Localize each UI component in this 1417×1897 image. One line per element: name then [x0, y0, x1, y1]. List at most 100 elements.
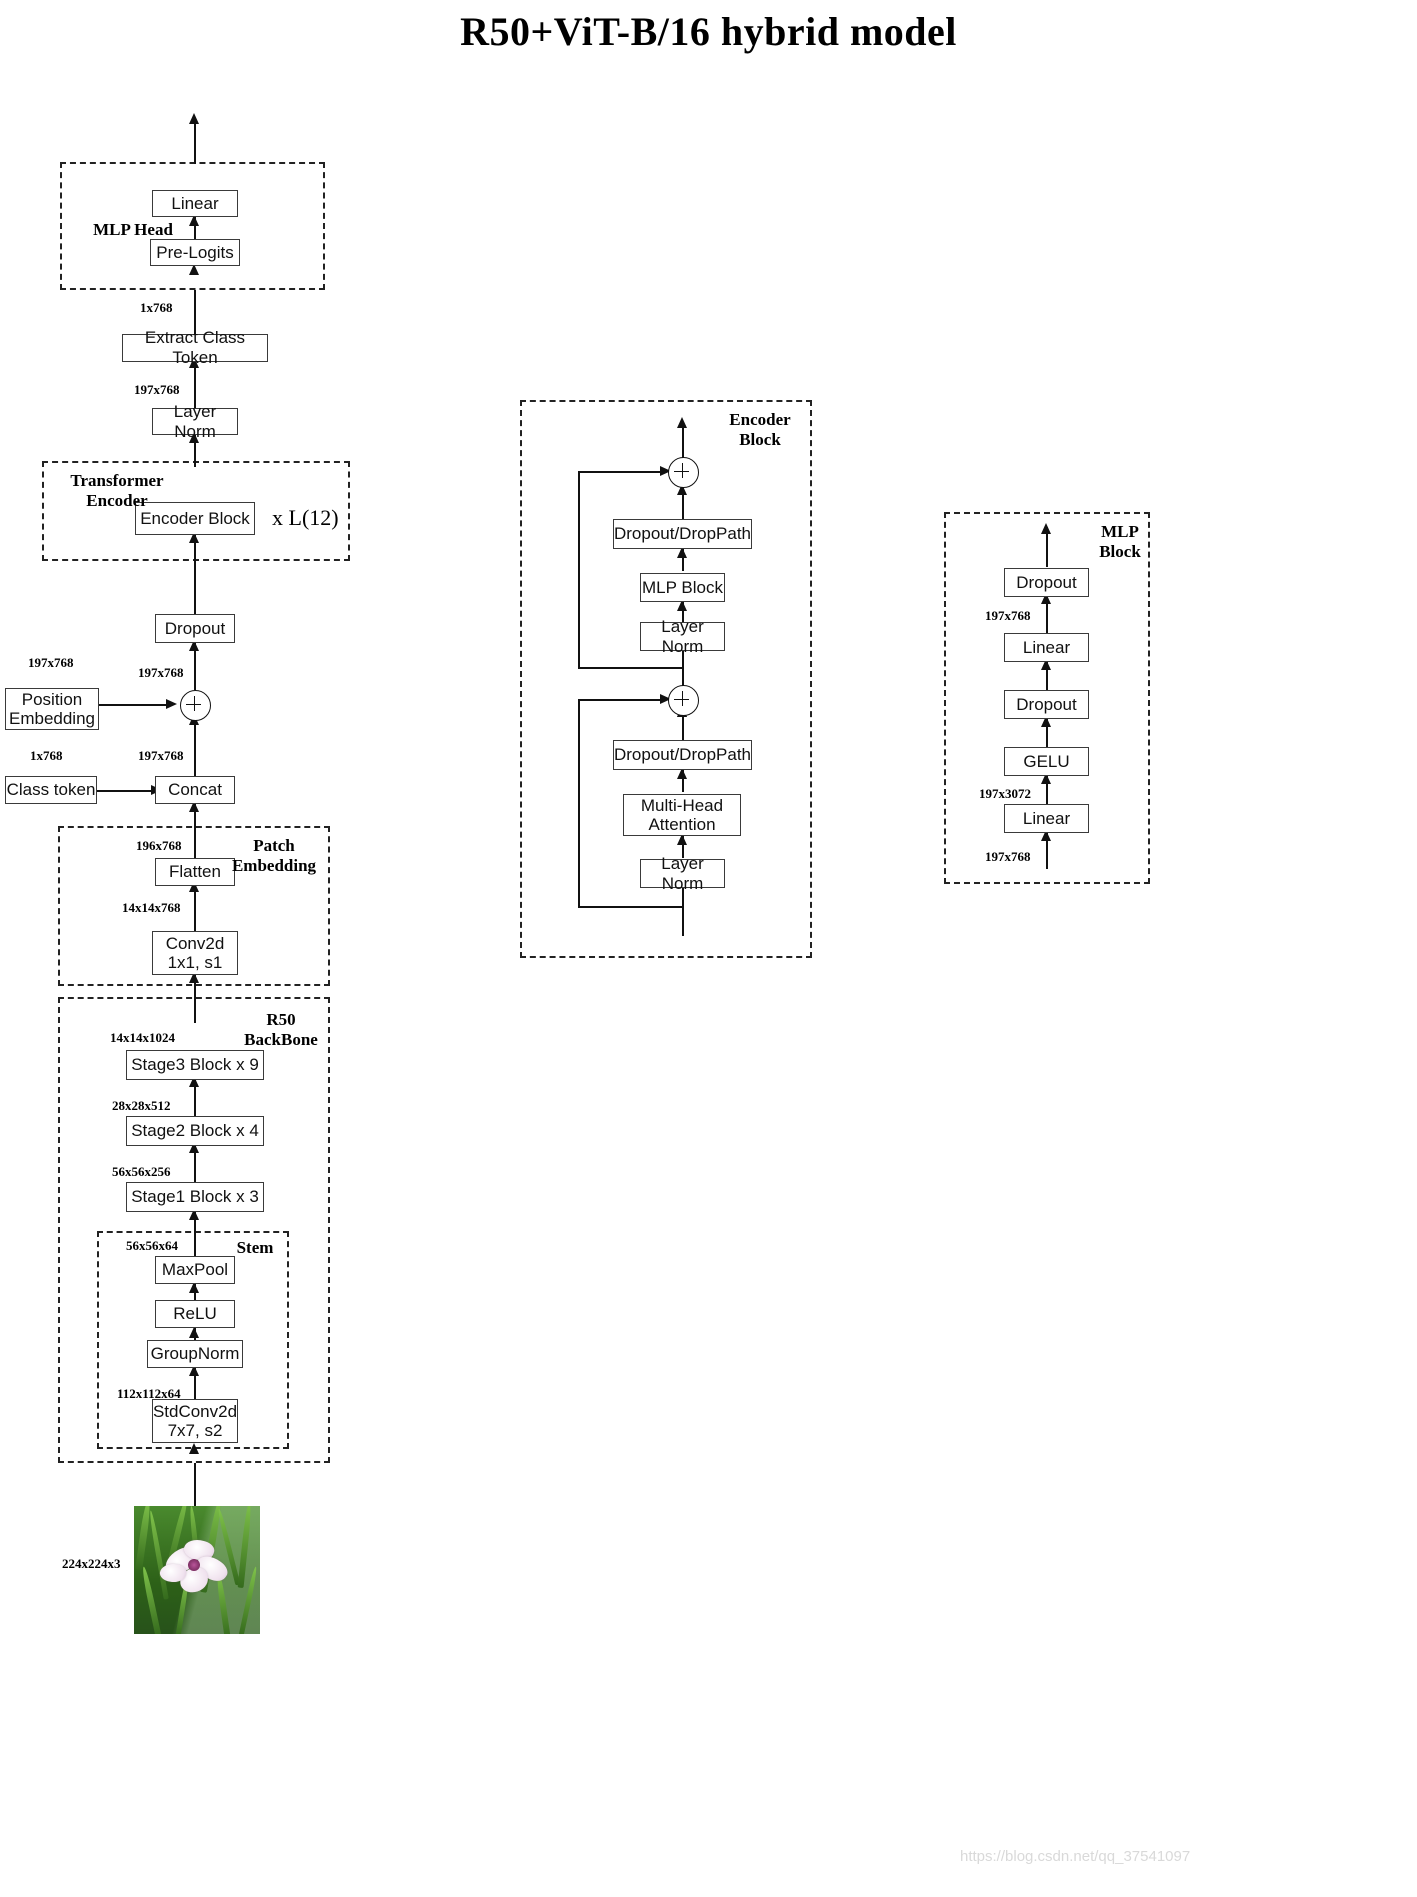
- box-pre-logits[interactable]: Pre-Logits: [150, 239, 240, 266]
- connector-drop1-add1: [682, 714, 684, 741]
- box-encoder-block[interactable]: Encoder Block: [135, 502, 255, 535]
- connector-linear2-drop2: [1046, 597, 1048, 633]
- dim-to-mlp-head: 1x768: [140, 300, 173, 315]
- connector-ln1-mha: [682, 836, 684, 858]
- group-title-mlp-block: MLP Block: [1099, 522, 1141, 561]
- dim-after-linear2: 197x768: [985, 608, 1031, 623]
- box-linear-head[interactable]: Linear: [152, 190, 238, 217]
- connector-add-dropout: [194, 643, 196, 690]
- arrow-mlpblock-in: [1041, 830, 1051, 841]
- arrow-stage3-conv: [189, 972, 199, 983]
- connector-mha-drop1: [682, 770, 684, 792]
- connector-head-out: [194, 119, 196, 164]
- arrow-drop1-linear2: [1041, 659, 1051, 670]
- arrow-relu-maxpool: [189, 1282, 199, 1293]
- box-maxpool[interactable]: MaxPool: [155, 1256, 235, 1284]
- box-class-token[interactable]: Class token: [5, 776, 97, 804]
- input-image: [134, 1506, 260, 1634]
- connector-drop1-linear2: [1046, 662, 1048, 690]
- connector-encblock-in: [682, 888, 684, 936]
- arrow-mha-drop1: [677, 768, 687, 779]
- dim-after-linear1: 197x3072: [979, 786, 1031, 801]
- box-enc-multi-head-attention[interactable]: Multi-Head Attention: [623, 794, 741, 836]
- box-dropout-embed[interactable]: Dropout: [155, 614, 235, 643]
- arrow-stage2-stage3: [189, 1076, 199, 1087]
- box-groupnorm[interactable]: GroupNorm: [147, 1340, 243, 1368]
- connector-stdconv-groupnorm: [194, 1368, 196, 1400]
- arrow-flatten-concat: [189, 801, 199, 812]
- box-stdconv2d[interactable]: StdConv2d 7x7, s2: [152, 1399, 238, 1443]
- connector-prelogits-linear: [194, 217, 196, 239]
- box-mlp-linear-1[interactable]: Linear: [1004, 804, 1089, 833]
- arrow-groupnorm-relu: [189, 1327, 199, 1338]
- arrow-linear2-drop2: [1041, 593, 1051, 604]
- connector-mlpblock-in: [1046, 833, 1048, 869]
- dim-pos-embed-out: 197x768: [28, 655, 74, 670]
- dim-stage2-out: 28x28x512: [112, 1098, 171, 1113]
- group-title-stem: Stem: [236, 1238, 274, 1257]
- connector-stage2-stage3: [194, 1080, 196, 1116]
- arrow-residual2: [660, 466, 671, 476]
- box-enc-dropout-droppath-1[interactable]: Dropout/DropPath: [613, 740, 752, 770]
- dim-mlp-input: 197x768: [985, 849, 1031, 864]
- connector-extract-head: [194, 290, 196, 336]
- arrow-stage1-stage2: [189, 1142, 199, 1153]
- box-position-embedding[interactable]: Position Embedding: [5, 688, 99, 730]
- box-concat[interactable]: Concat: [155, 776, 235, 804]
- connector-ln-extract: [194, 362, 196, 409]
- box-extract-class-token[interactable]: Extract Class Token: [122, 328, 268, 367]
- box-mlp-dropout-1[interactable]: Dropout: [1004, 690, 1089, 719]
- box-flatten[interactable]: Flatten: [155, 858, 235, 886]
- arrow-stdconv-groupnorm: [189, 1365, 199, 1376]
- arrow-encoder-ln: [189, 432, 199, 443]
- group-title-mlp-head: MLP Head: [93, 220, 173, 239]
- arrow-dropout-encoder: [189, 532, 199, 543]
- arrow-ln2-mlp: [677, 600, 687, 611]
- box-enc-mlp-block[interactable]: MLP Block: [640, 573, 725, 602]
- group-mlp-head: [60, 162, 325, 290]
- arrow-image-stdconv: [189, 1443, 199, 1454]
- arrow-residual1: [660, 694, 671, 704]
- arrow-mlpblock-out: [1041, 523, 1051, 534]
- arrow-extract-head: [189, 264, 199, 275]
- box-relu[interactable]: ReLU: [155, 1300, 235, 1328]
- connector-classtoken-concat: [97, 790, 153, 792]
- dim-stage3-out: 14x14x1024: [110, 1030, 175, 1045]
- box-mlp-gelu[interactable]: GELU: [1004, 747, 1089, 776]
- connector-mlp-drop2: [682, 549, 684, 571]
- arrow-posembed-add: [166, 699, 177, 709]
- box-stage2[interactable]: Stage2 Block x 4: [126, 1116, 264, 1146]
- arrow-prelogits-linear: [189, 215, 199, 226]
- encoder-add-2: [668, 457, 699, 488]
- arrow-ln1-mha: [677, 834, 687, 845]
- box-enc-layer-norm-2[interactable]: Layer Norm: [640, 617, 725, 656]
- box-mlp-linear-2[interactable]: Linear: [1004, 633, 1089, 662]
- box-enc-layer-norm-1[interactable]: Layer Norm: [640, 854, 725, 893]
- box-layer-norm-final[interactable]: Layer Norm: [152, 402, 238, 441]
- group-title-encoder-block: Encoder Block: [729, 410, 791, 449]
- watermark-text: https://blog.csdn.net/qq_37541097: [960, 1848, 1191, 1865]
- connector-mlpblock-out: [1046, 527, 1048, 567]
- box-conv2d[interactable]: Conv2d 1x1, s1: [152, 931, 238, 975]
- group-title-patch-embedding: Patch Embedding: [231, 836, 317, 875]
- connector-linear1-gelu: [1046, 776, 1048, 804]
- page-title: R50+ViT-B/16 hybrid model: [460, 9, 957, 54]
- connector-encoder-ln: [194, 435, 196, 467]
- connector-drop2-add2: [682, 486, 684, 519]
- label-repeat-count: x L(12): [272, 505, 339, 530]
- dim-stage1-out: 56x56x256: [112, 1164, 171, 1179]
- add-operator-position: [180, 690, 211, 721]
- connector-conv-flatten: [194, 886, 196, 932]
- arrow-gelu-drop1: [1041, 716, 1051, 727]
- residual1-top: [578, 699, 663, 701]
- box-stage3[interactable]: Stage3 Block x 9: [126, 1050, 264, 1080]
- group-mlp-block: [944, 512, 1150, 884]
- box-stage1[interactable]: Stage1 Block x 3: [126, 1182, 264, 1212]
- dim-class-token-out: 1x768: [30, 748, 63, 763]
- arrow-conv-flatten: [189, 881, 199, 892]
- connector-dropout-encoder: [194, 535, 196, 582]
- box-enc-dropout-droppath-2[interactable]: Dropout/DropPath: [613, 519, 752, 549]
- group-encoder-block: [520, 400, 812, 958]
- box-mlp-dropout-2[interactable]: Dropout: [1004, 568, 1089, 597]
